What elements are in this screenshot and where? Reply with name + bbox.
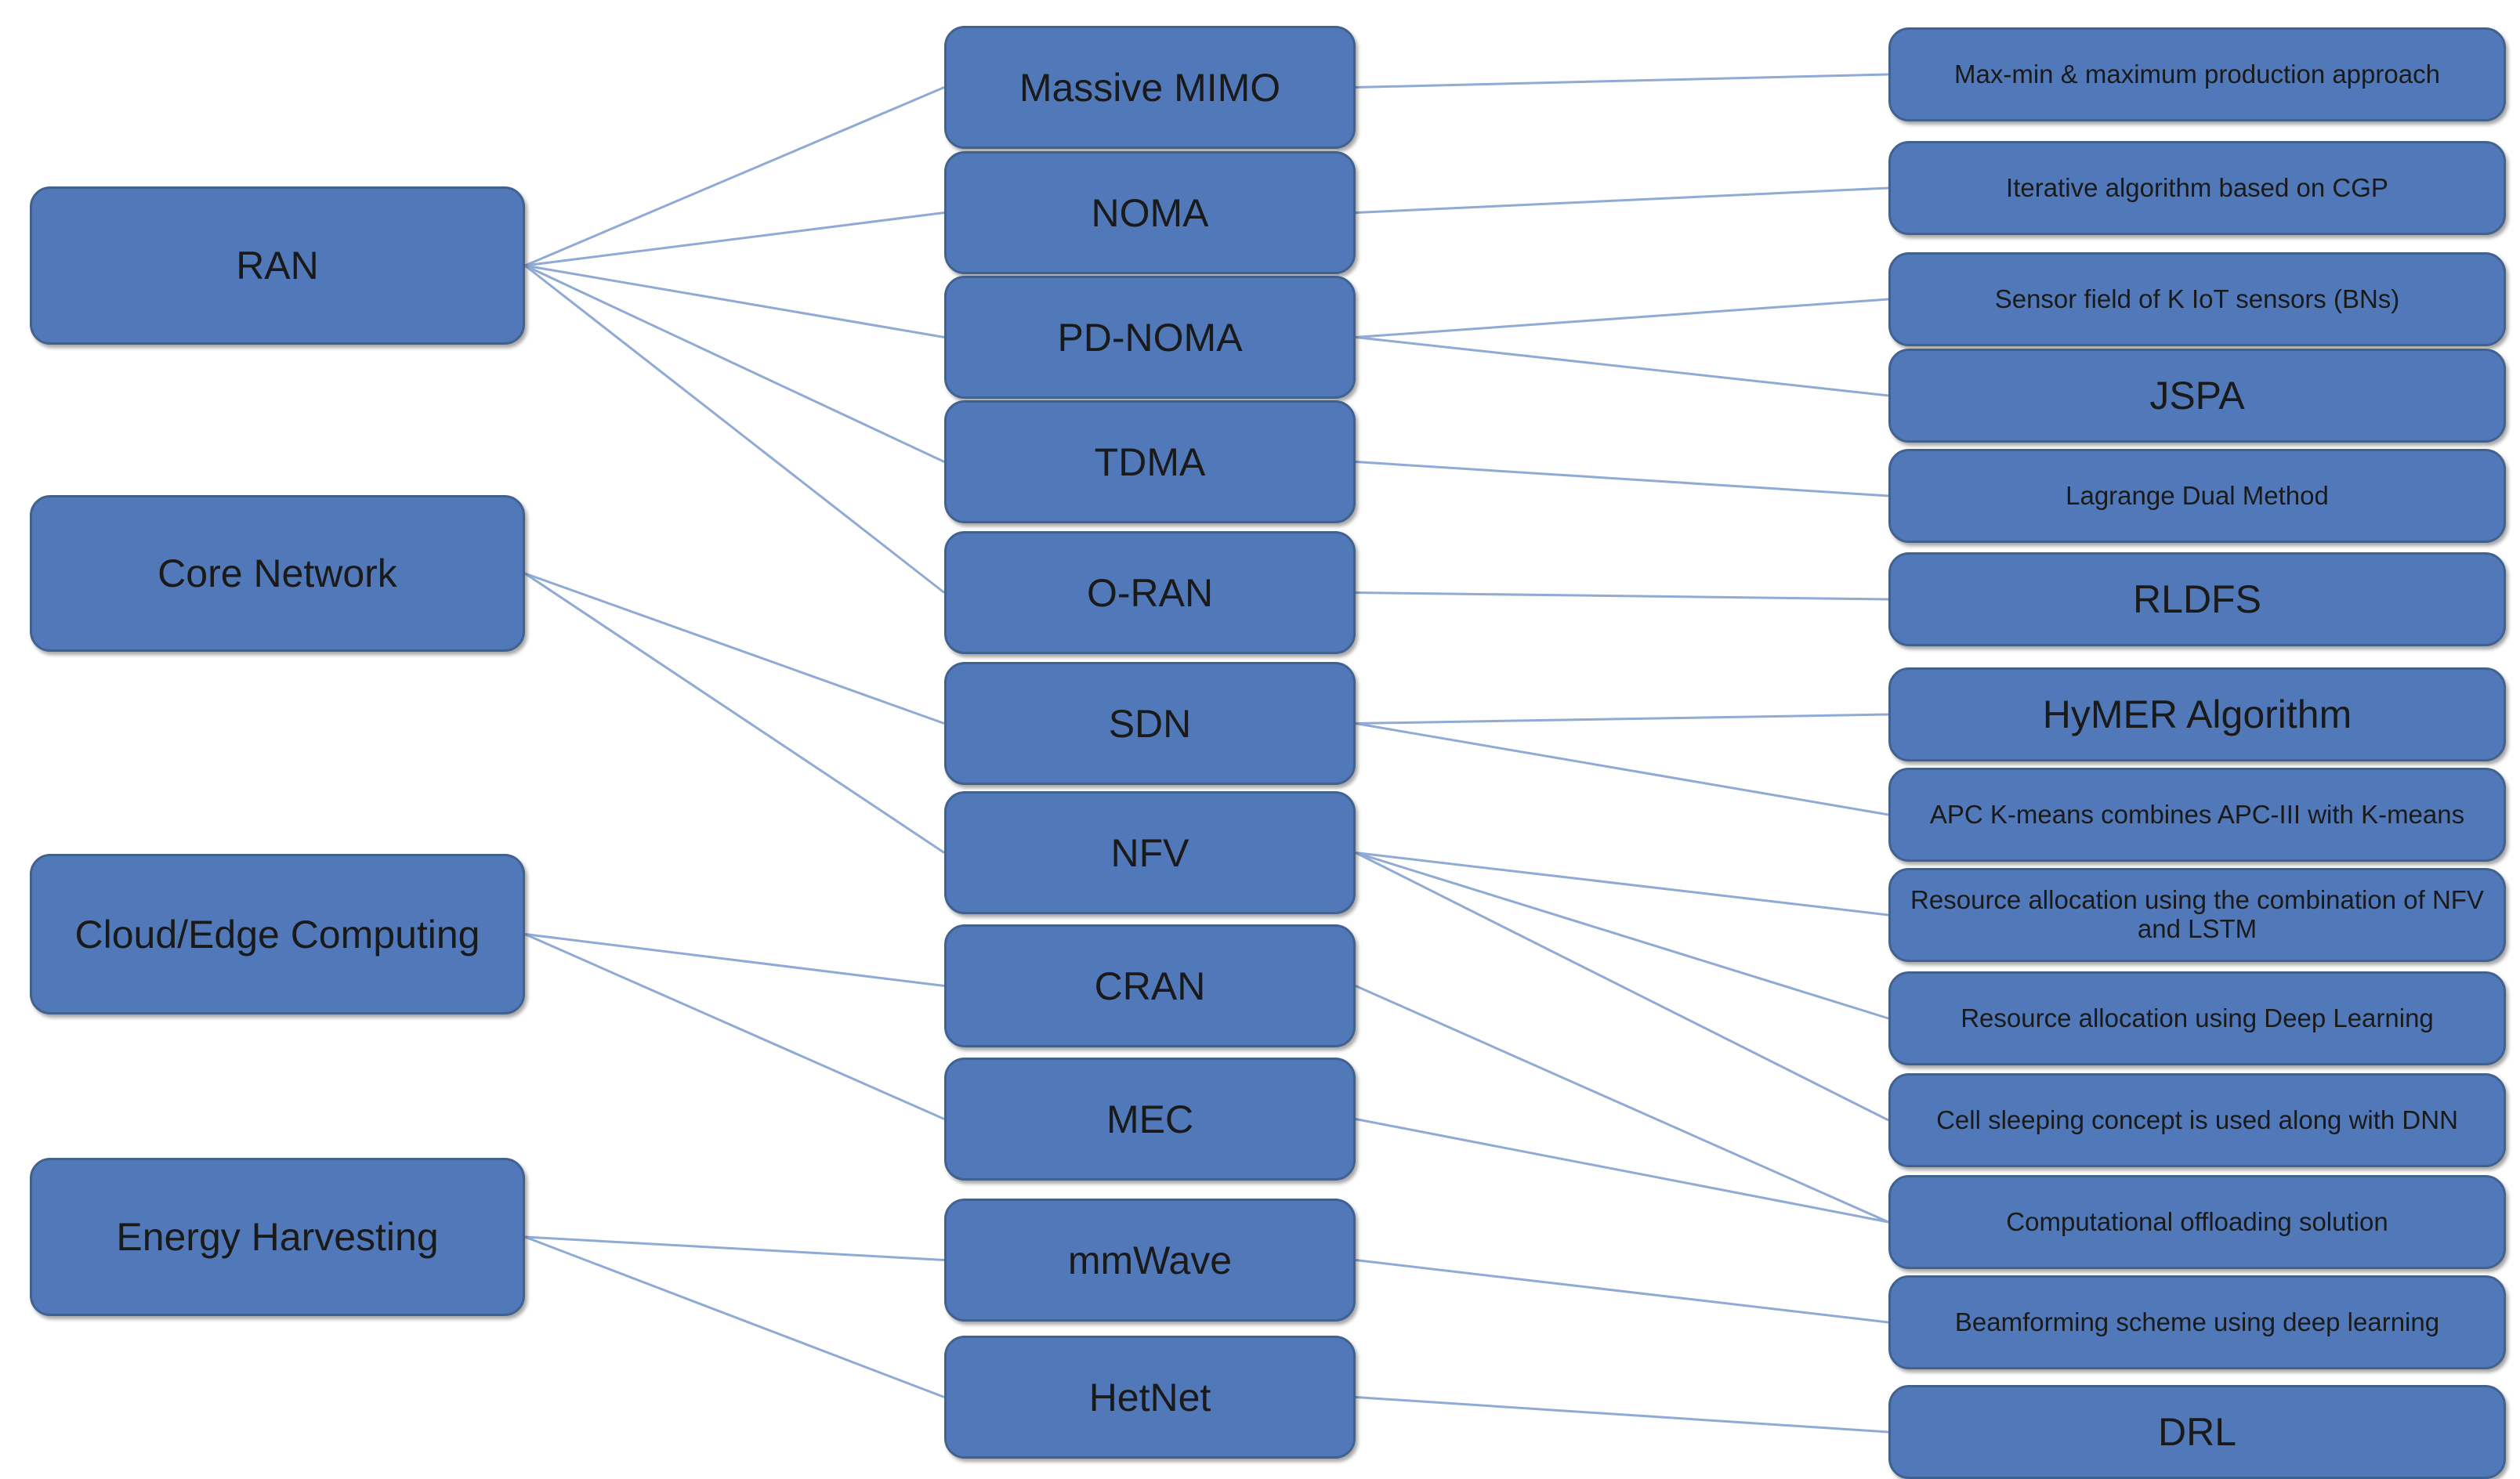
domain-node-energy[interactable]: Energy Harvesting bbox=[30, 1158, 525, 1316]
approach-node-a9[interactable]: Resource allocation using the combinatio… bbox=[1888, 868, 2506, 962]
domain-node-cloud[interactable]: Cloud/Edge Computing bbox=[30, 854, 525, 1014]
approach-node-a12[interactable]: Computational offloading solution bbox=[1888, 1175, 2506, 1269]
approach-node-label: JSPA bbox=[2149, 374, 2245, 418]
edge-nfv-to-a10 bbox=[1355, 852, 1889, 1020]
technology-node-tdma[interactable]: TDMA bbox=[944, 400, 1356, 523]
edge-energy-to-hetnet bbox=[524, 1235, 945, 1398]
approach-node-label: Cell sleeping concept is used along with… bbox=[1936, 1105, 2458, 1134]
edge-sdn-to-a7 bbox=[1355, 713, 1889, 725]
approach-node-a1[interactable]: Max-min & maximum production approach bbox=[1888, 27, 2506, 121]
edge-pdnoma-to-a3 bbox=[1355, 298, 1889, 338]
approach-node-a8[interactable]: APC K-means combines APC-III with K-mean… bbox=[1888, 768, 2506, 862]
technology-node-mec[interactable]: MEC bbox=[944, 1058, 1356, 1181]
technology-node-sdn[interactable]: SDN bbox=[944, 662, 1356, 785]
edge-cran-to-a12 bbox=[1355, 985, 1889, 1224]
approach-node-a14[interactable]: DRL bbox=[1888, 1385, 2506, 1479]
edge-ran-to-tdma bbox=[524, 264, 945, 463]
approach-node-a7[interactable]: HyMER Algorithm bbox=[1888, 667, 2506, 761]
domain-node-core[interactable]: Core Network bbox=[30, 495, 525, 652]
approach-node-label: Computational offloading solution bbox=[2006, 1206, 2388, 1236]
technology-node-oran[interactable]: O-RAN bbox=[944, 531, 1356, 654]
edge-ran-to-oran bbox=[524, 264, 945, 594]
approach-node-label: Resource allocation using Deep Learning bbox=[1961, 1003, 2434, 1032]
domain-node-label: Cloud/Edge Computing bbox=[74, 912, 480, 956]
approach-node-label: RLDFS bbox=[2133, 577, 2261, 621]
technology-node-hetnet[interactable]: HetNet bbox=[944, 1336, 1356, 1459]
edge-mimo-to-a1 bbox=[1355, 73, 1889, 89]
approach-node-a5[interactable]: Lagrange Dual Method bbox=[1888, 449, 2506, 543]
domain-node-label: Core Network bbox=[158, 551, 397, 595]
technology-node-mimo[interactable]: Massive MIMO bbox=[944, 26, 1356, 149]
approach-node-a13[interactable]: Beamforming scheme using deep learning bbox=[1888, 1275, 2506, 1369]
edge-core-to-sdn bbox=[524, 572, 945, 725]
edge-cloud-to-cran bbox=[524, 933, 945, 987]
approach-node-a6[interactable]: RLDFS bbox=[1888, 552, 2506, 646]
technology-node-label: TDMA bbox=[1094, 439, 1206, 484]
technology-node-label: CRAN bbox=[1094, 964, 1206, 1008]
technology-node-noma[interactable]: NOMA bbox=[944, 151, 1356, 274]
approach-node-label: DRL bbox=[2157, 1410, 2237, 1454]
technology-node-label: HetNet bbox=[1088, 1375, 1211, 1419]
edge-hetnet-to-a14 bbox=[1355, 1396, 1889, 1434]
approach-node-label: Resource allocation using the combinatio… bbox=[1910, 885, 2484, 943]
approach-node-label: Lagrange Dual Method bbox=[2066, 480, 2329, 510]
approach-node-a10[interactable]: Resource allocation using Deep Learning bbox=[1888, 971, 2506, 1065]
approach-node-label: APC K-means combines APC-III with K-mean… bbox=[1929, 799, 2465, 829]
technology-node-label: MEC bbox=[1106, 1097, 1194, 1141]
approach-node-a2[interactable]: Iterative algorithm based on CGP bbox=[1888, 141, 2506, 235]
edge-noma-to-a2 bbox=[1355, 186, 1889, 214]
technology-node-mmwave[interactable]: mmWave bbox=[944, 1199, 1356, 1322]
edge-cloud-to-mec bbox=[524, 933, 945, 1120]
technology-node-label: PD-NOMA bbox=[1057, 315, 1243, 360]
edge-ran-to-noma bbox=[524, 212, 945, 267]
edge-pdnoma-to-a4 bbox=[1355, 336, 1889, 397]
domain-node-label: Energy Harvesting bbox=[116, 1215, 439, 1259]
edge-oran-to-a6 bbox=[1355, 591, 1889, 601]
approach-node-label: Max-min & maximum production approach bbox=[1954, 59, 2440, 89]
technology-node-label: NOMA bbox=[1091, 190, 1209, 235]
edge-ran-to-pdnoma bbox=[524, 264, 945, 338]
approach-node-label: Iterative algorithm based on CGP bbox=[2006, 172, 2388, 202]
edge-nfv-to-a9 bbox=[1355, 852, 1889, 917]
domain-node-label: RAN bbox=[236, 244, 319, 287]
edge-core-to-nfv bbox=[524, 572, 945, 854]
edge-nfv-to-a11 bbox=[1355, 852, 1889, 1122]
technology-node-label: mmWave bbox=[1067, 1238, 1233, 1282]
technology-node-label: Massive MIMO bbox=[1019, 65, 1281, 110]
approach-node-label: HyMER Algorithm bbox=[2042, 692, 2352, 736]
edge-sdn-to-a8 bbox=[1355, 722, 1889, 816]
approach-node-label: Sensor field of K IoT sensors (BNs) bbox=[1994, 284, 2400, 313]
edge-ran-to-mimo bbox=[524, 86, 945, 267]
approach-node-label: Beamforming scheme using deep learning bbox=[1954, 1307, 2440, 1336]
technology-node-pdnoma[interactable]: PD-NOMA bbox=[944, 276, 1356, 399]
approach-node-a4[interactable]: JSPA bbox=[1888, 349, 2506, 443]
edge-mec-to-a12 bbox=[1355, 1118, 1889, 1224]
approach-node-a3[interactable]: Sensor field of K IoT sensors (BNs) bbox=[1888, 252, 2506, 346]
edge-energy-to-mmwave bbox=[524, 1235, 945, 1261]
technology-node-cran[interactable]: CRAN bbox=[944, 924, 1356, 1047]
domain-node-ran[interactable]: RAN bbox=[30, 186, 525, 345]
technology-node-nfv[interactable]: NFV bbox=[944, 791, 1356, 914]
edge-tdma-to-a5 bbox=[1355, 461, 1889, 497]
technology-node-label: SDN bbox=[1108, 701, 1192, 746]
technology-node-label: NFV bbox=[1110, 830, 1189, 875]
technology-node-label: O-RAN bbox=[1086, 570, 1214, 615]
edge-mmwave-to-a13 bbox=[1355, 1259, 1889, 1324]
approach-node-a11[interactable]: Cell sleeping concept is used along with… bbox=[1888, 1073, 2506, 1167]
